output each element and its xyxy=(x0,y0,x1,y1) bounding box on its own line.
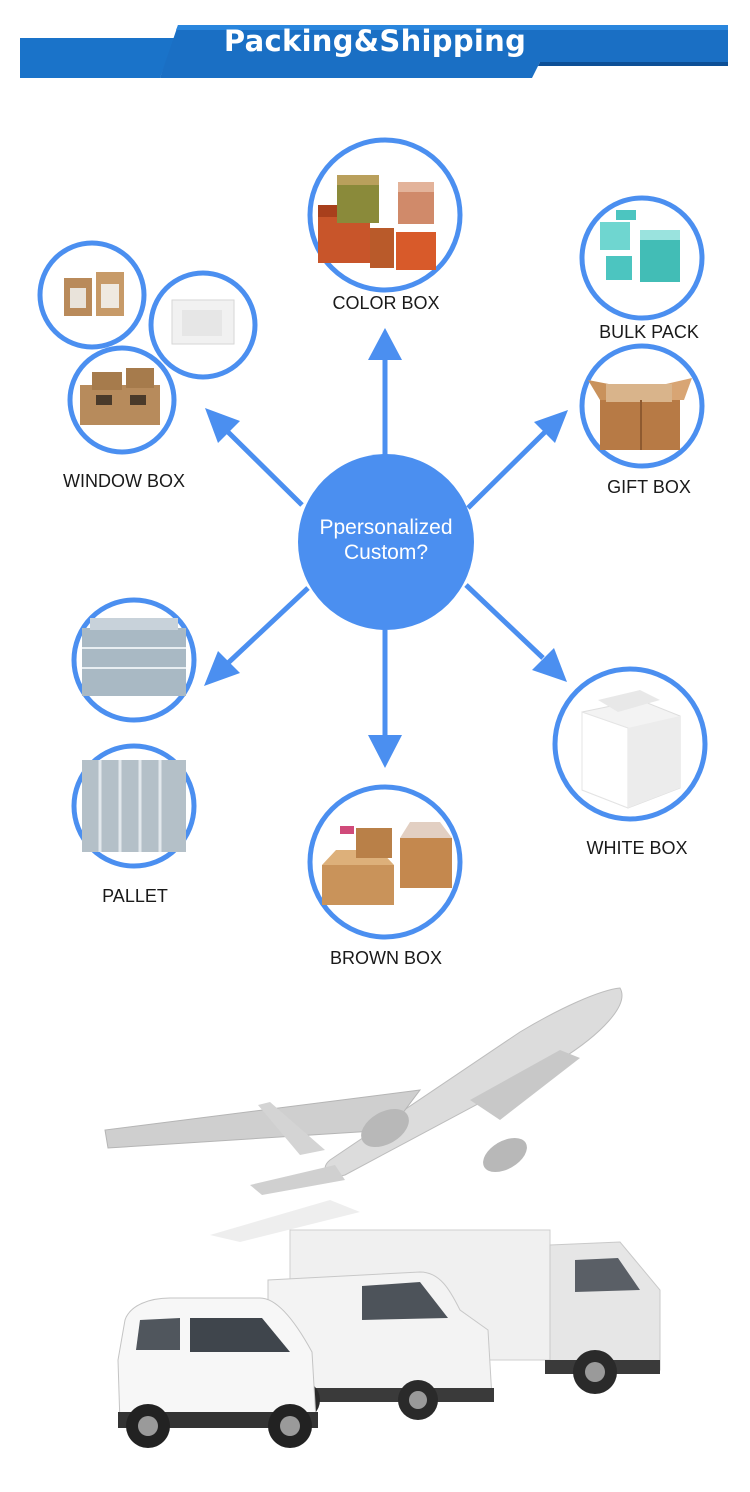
label-bulk-pack: BULK PACK xyxy=(599,322,699,342)
label-white-box: WHITE BOX xyxy=(586,838,688,858)
transport-illustration xyxy=(104,987,661,1448)
center-line-2: Custom? xyxy=(343,541,429,564)
arrow-to-white-box xyxy=(464,583,545,660)
label-window-box: WINDOW BOX xyxy=(63,471,185,491)
center-line-1: Ppersonalized xyxy=(319,516,453,539)
window-box-image xyxy=(37,240,258,455)
header-banner xyxy=(20,25,728,78)
center-circle xyxy=(298,454,474,630)
packaging-diagram xyxy=(37,137,708,940)
page-title: Packing&Shipping xyxy=(223,24,527,58)
arrow-to-gift-box xyxy=(466,430,547,510)
arrows xyxy=(204,328,568,768)
gift-box-image xyxy=(579,343,705,469)
arrow-to-pallet xyxy=(226,586,310,665)
label-pallet: PALLET xyxy=(102,886,168,906)
label-color-box: COLOR BOX xyxy=(332,293,440,313)
label-brown-box: BROWN BOX xyxy=(329,948,442,968)
color-box-image xyxy=(307,137,463,293)
pallet-image xyxy=(71,597,197,869)
white-box-image xyxy=(552,666,708,822)
small-van-image xyxy=(117,1297,318,1448)
bulk-pack-image xyxy=(579,195,705,321)
center-question: Ppersonalized Custom? xyxy=(300,515,472,565)
arrow-to-window-box xyxy=(226,430,304,507)
brown-box-image xyxy=(307,784,463,940)
airplane-image xyxy=(104,987,623,1242)
label-gift-box: GIFT BOX xyxy=(607,477,691,497)
